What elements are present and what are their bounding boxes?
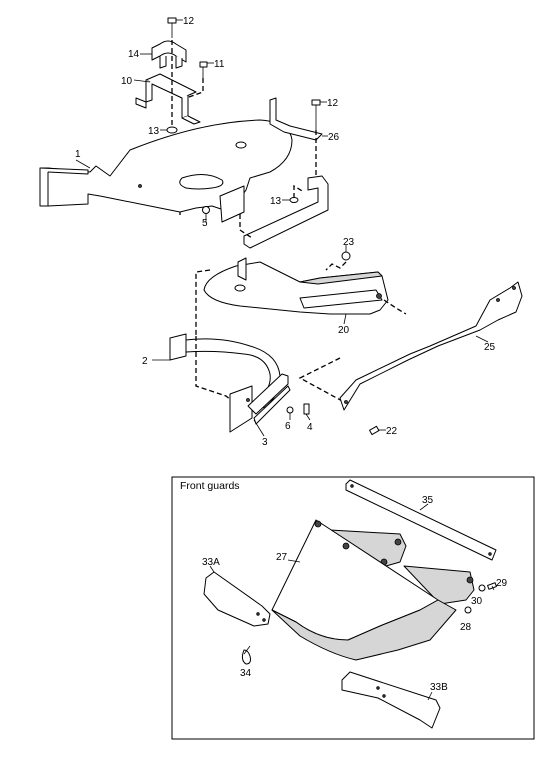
guard-bar-35 bbox=[345, 479, 497, 561]
bolt-12-top bbox=[167, 17, 183, 38]
label-27: 27 bbox=[276, 552, 288, 563]
label-13-right: 13 bbox=[270, 196, 282, 207]
nut-23 bbox=[325, 245, 351, 271]
bolt-4 bbox=[303, 403, 311, 421]
label-34: 34 bbox=[240, 668, 252, 679]
washer-30 bbox=[478, 584, 486, 592]
bracket-26 bbox=[269, 97, 328, 141]
label-14: 14 bbox=[128, 49, 140, 60]
bracket-10 bbox=[133, 73, 201, 125]
front-guards-inset: Front guards bbox=[171, 476, 535, 740]
label-33a: 33A bbox=[202, 557, 220, 568]
guard-20 bbox=[203, 257, 389, 325]
label-26: 26 bbox=[328, 132, 340, 143]
label-30: 30 bbox=[471, 596, 483, 607]
bolt-12-right bbox=[311, 99, 327, 130]
label-11: 11 bbox=[214, 59, 225, 70]
bolt-29 bbox=[487, 582, 497, 591]
bracket-33b bbox=[341, 671, 441, 729]
label-13-left: 13 bbox=[148, 126, 160, 137]
label-22: 22 bbox=[386, 426, 398, 437]
label-12-top: 12 bbox=[183, 16, 195, 27]
nut-28 bbox=[464, 606, 472, 614]
nut-6 bbox=[286, 406, 294, 420]
label-25: 25 bbox=[484, 342, 496, 353]
side-panel-left bbox=[219, 185, 245, 223]
clamp-14 bbox=[140, 40, 187, 69]
washer-13-left bbox=[160, 126, 178, 134]
label-20: 20 bbox=[338, 325, 350, 336]
label-28: 28 bbox=[460, 622, 472, 633]
guard-27 bbox=[271, 519, 457, 661]
label-3: 3 bbox=[262, 437, 268, 448]
label-29: 29 bbox=[496, 578, 508, 589]
washer-13-right bbox=[282, 184, 305, 203]
label-2: 2 bbox=[142, 356, 148, 367]
guard-back-piece bbox=[329, 529, 475, 605]
clip-34 bbox=[241, 645, 251, 665]
label-35: 35 bbox=[422, 495, 434, 506]
label-10: 10 bbox=[121, 76, 133, 87]
inset-title: Front guards bbox=[180, 480, 240, 492]
bar-25 bbox=[339, 281, 523, 411]
bolt-11 bbox=[199, 61, 214, 78]
label-12-right: 12 bbox=[327, 98, 339, 109]
label-5: 5 bbox=[202, 218, 208, 229]
label-33b: 33B bbox=[430, 682, 448, 693]
main-plate-1 bbox=[39, 119, 293, 213]
label-6: 6 bbox=[285, 421, 291, 432]
nut-5 bbox=[202, 206, 210, 222]
mount-post-right bbox=[243, 175, 329, 249]
label-4: 4 bbox=[307, 422, 313, 433]
label-1: 1 bbox=[75, 149, 81, 160]
bracket-33a bbox=[203, 565, 271, 627]
plates-3 bbox=[229, 373, 291, 437]
bolt-22 bbox=[369, 425, 386, 436]
label-23: 23 bbox=[343, 237, 355, 248]
